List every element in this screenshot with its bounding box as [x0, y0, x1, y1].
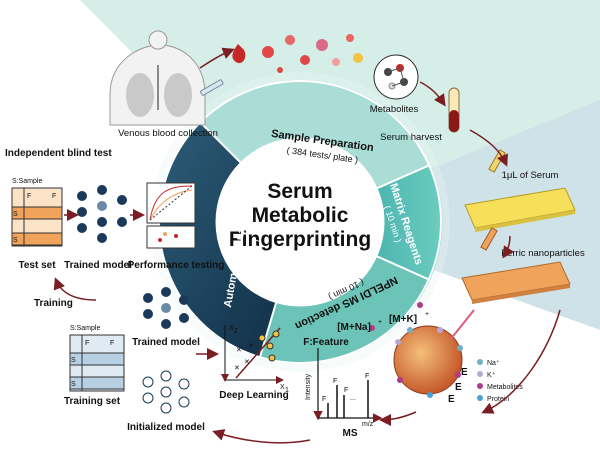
test-cell-fn: F [52, 193, 56, 200]
train-cell-f1: F [85, 340, 89, 347]
legend-label-protein: Protein [487, 396, 509, 403]
label-s-sample-train: S:Sample [70, 325, 100, 332]
svg-text:✕: ✕ [244, 359, 250, 366]
label-x2-sub: 2 [234, 328, 238, 335]
syringe-icon [199, 79, 224, 96]
label-peak-dots: ... [350, 395, 356, 402]
center-disc [215, 137, 385, 307]
center-title-line3: Fingerprinting [229, 228, 371, 251]
test-cell-f1: F [27, 193, 31, 200]
label-mk-plus: + [425, 311, 429, 318]
pipette-icon-2 [480, 227, 498, 251]
flow-arrow-7 [212, 429, 311, 444]
label-e2: E [455, 382, 462, 393]
label-peak-f1: F [322, 396, 326, 403]
label-mna-plus: + [378, 319, 382, 326]
legend-swatch-metabolites [477, 383, 483, 389]
svg-text:✕: ✕ [236, 347, 242, 354]
train-cell-s1: S [71, 357, 76, 364]
label-mna: [M+Na] [337, 322, 371, 333]
label-e3: E [448, 394, 455, 405]
label-ms: MS [343, 428, 358, 439]
legend: Na⁺ K⁺ Metabolites Protein [477, 359, 523, 403]
label-trained-model-top: Trained model [64, 260, 132, 271]
training-arrow [53, 277, 97, 301]
label-deep-learning: Deep Learning [219, 390, 288, 401]
label-training: Training [34, 298, 73, 309]
ms-spectrum [313, 348, 383, 423]
ion-dots [369, 302, 463, 398]
flow-arrow-2 [419, 81, 446, 107]
label-one-ul-serum: 1μL of Serum [502, 170, 559, 181]
legend-label-k: K⁺ [487, 371, 496, 379]
flow-arrow-3 [469, 129, 508, 167]
label-trained-model-bottom: Trained model [132, 337, 200, 348]
trained-model-network-top [77, 185, 127, 243]
label-independent-blind-test: Independent blind test [5, 148, 112, 159]
label-f-feature: F:Feature [303, 337, 349, 348]
train-cell-fn: F [110, 340, 114, 347]
flow-arrow-1 [199, 47, 235, 69]
legend-swatch-k [477, 371, 483, 377]
label-x2: X [229, 325, 234, 332]
label-x1: X [280, 384, 285, 391]
label-training-set: Training set [64, 396, 121, 407]
initialized-model-network [142, 370, 190, 414]
label-initialized-model: Initialized model [127, 422, 205, 433]
label-e1: E [461, 367, 468, 378]
test-set-table: S S F F [11, 187, 63, 247]
label-test-set: Test set [18, 260, 56, 271]
label-s-sample-test: S:Sample [12, 178, 42, 185]
label-mk: [M+K] [389, 314, 417, 325]
torso-illustration [109, 30, 206, 126]
svg-text:✕: ✕ [248, 343, 254, 350]
flow-arrow-6 [379, 411, 417, 426]
center-title-line2: Metabolic [252, 204, 349, 227]
label-serum-harvest: Serum harvest [380, 132, 442, 143]
label-peak-f3: F [344, 387, 348, 394]
label-metabolites: Metabolites [370, 104, 419, 115]
test-cell-s1: S [13, 211, 18, 218]
serum-tube-icon [448, 87, 460, 133]
label-mz: m/z [362, 421, 374, 428]
trained-model-network-bottom [143, 287, 189, 329]
legend-label-na: Na⁺ [487, 359, 500, 367]
label-venous-blood: Venous blood collection [118, 128, 218, 139]
serum-plate-icon [464, 187, 576, 232]
label-x1-sub: 1 [285, 387, 289, 394]
flow-arrow-4 [502, 235, 514, 259]
laser-beam [449, 309, 475, 341]
center-title-line1: Serum [267, 180, 332, 203]
legend-swatch-na [477, 359, 483, 365]
test-cell-sn: S [13, 237, 18, 244]
flow-arrow-5 [481, 309, 561, 414]
label-peak-f2: F [333, 378, 337, 385]
ferric-plate-icon [461, 261, 571, 304]
label-peak-fn: F [365, 373, 369, 380]
label-intensity: Intensity [305, 373, 312, 400]
training-set-table: S S F F [69, 334, 125, 392]
label-performance-testing: Performance testing [128, 260, 225, 271]
metabolite-molecule-icon [373, 54, 419, 100]
label-ferric-nanoparticles: Ferric nanoparticles [501, 248, 585, 259]
deep-learning-scatter: ✕✕ ✕✕ [221, 325, 284, 384]
train-cell-sn: S [71, 381, 76, 388]
blood-drop-icon [232, 44, 246, 64]
performance-plot [146, 182, 196, 249]
legend-label-metabolites: Metabolites [487, 384, 523, 391]
svg-text:✕: ✕ [234, 365, 240, 372]
legend-swatch-protein [477, 395, 483, 401]
blood-cells-cluster [262, 34, 363, 73]
central-ring: Serum Metabolic Fingerprinting Sample Pr… [158, 79, 443, 364]
